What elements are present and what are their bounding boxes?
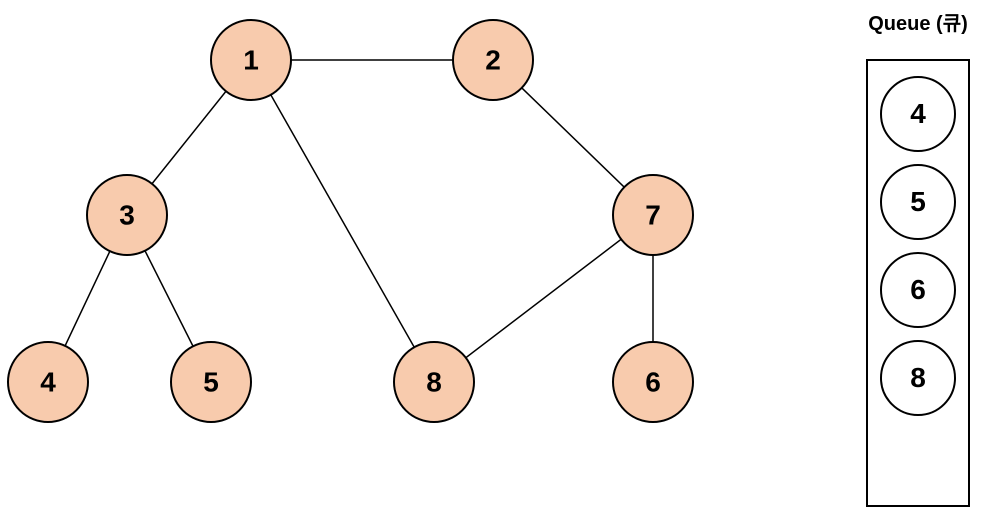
graph-node-circle-8 — [393, 341, 475, 423]
graph-node-circle-5 — [170, 341, 252, 423]
graph-node-label-4: 4 — [40, 367, 56, 398]
queue-item-5: 5 — [880, 164, 956, 240]
queue-title: Queue (큐) — [868, 13, 968, 35]
graph-edge-7-8 — [433, 214, 654, 383]
queue-item-4: 4 — [880, 76, 956, 152]
graph-node-5: 5 — [170, 341, 252, 423]
graph-node-label-1: 1 — [243, 45, 259, 76]
graph-edge-1-8 — [250, 59, 435, 383]
graph-node-circle-2 — [452, 19, 534, 101]
graph-node-2: 2 — [452, 19, 534, 101]
graph-node-3: 3 — [86, 174, 168, 256]
graph-node-label-5: 5 — [203, 367, 219, 398]
graph-node-circle-1 — [210, 19, 292, 101]
graph-node-label-2: 2 — [485, 45, 501, 76]
queue-item-8: 8 — [880, 340, 956, 416]
queue-item-6: 6 — [880, 252, 956, 328]
queue-box: 4 5 6 8 — [866, 59, 970, 507]
graph-node-7: 7 — [612, 174, 694, 256]
graph-node-circle-6 — [612, 341, 694, 423]
graph-node-label-6: 6 — [645, 367, 661, 398]
graph-node-1: 1 — [210, 19, 292, 101]
graph-node-8: 8 — [393, 341, 475, 423]
graph-node-4: 4 — [7, 341, 89, 423]
graph-node-circle-7 — [612, 174, 694, 256]
graph-node-6: 6 — [612, 341, 694, 423]
graph-node-label-7: 7 — [645, 200, 661, 231]
graph-node-circle-4 — [7, 341, 89, 423]
graph-node-label-8: 8 — [426, 367, 442, 398]
graph-node-circle-3 — [86, 174, 168, 256]
graph-node-label-3: 3 — [119, 200, 135, 231]
